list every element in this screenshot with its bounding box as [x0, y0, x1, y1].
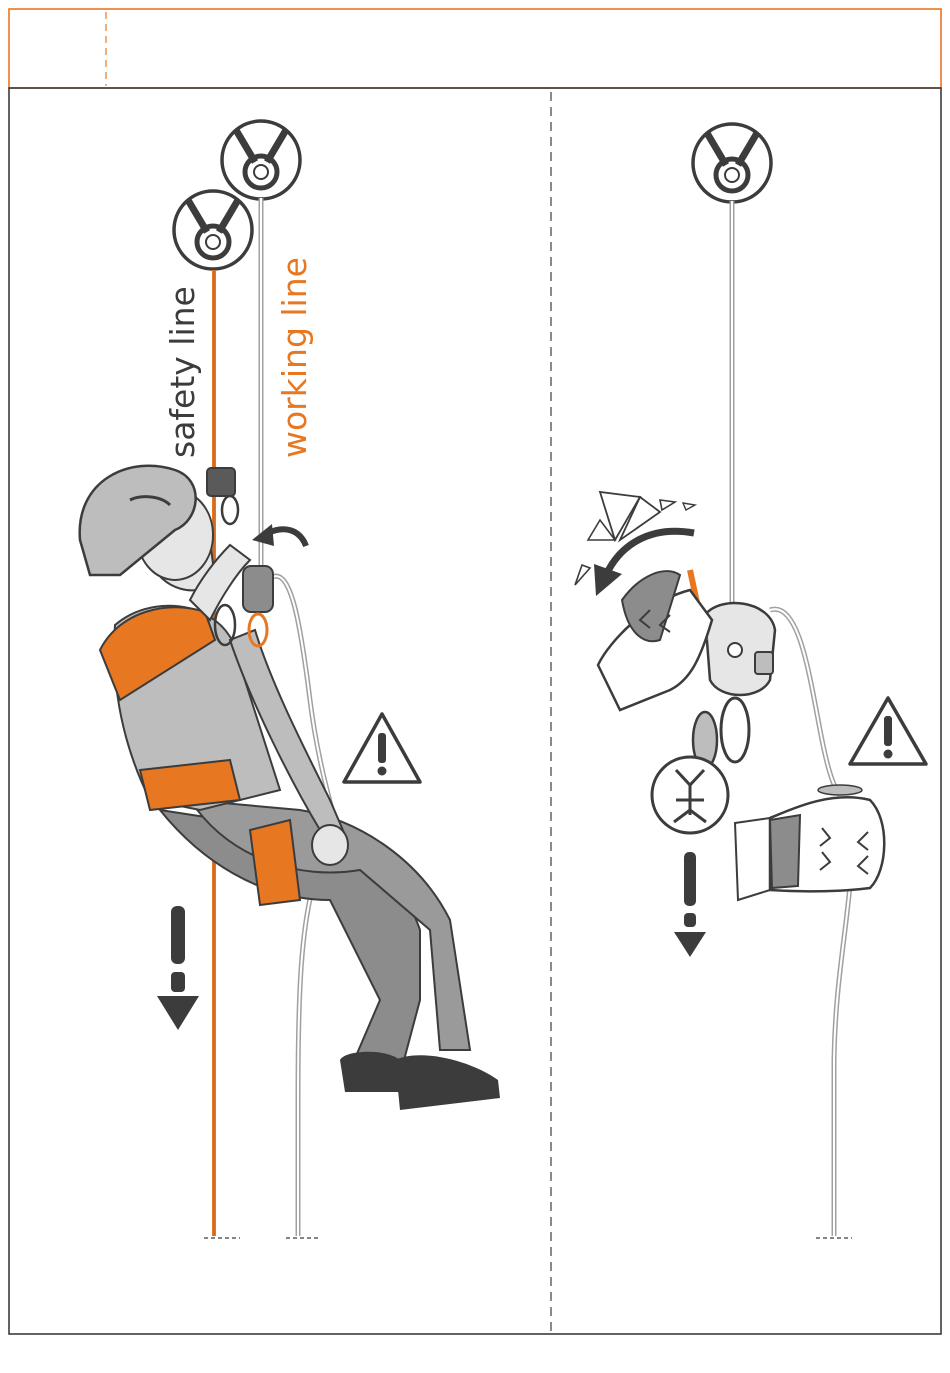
anchor-icon-safety [174, 191, 252, 269]
down-arrow-icon-right [674, 852, 706, 957]
rope-worker-figure [80, 466, 500, 1110]
lower-hand [735, 785, 884, 900]
warning-icon-left [344, 714, 420, 782]
harness-icon [652, 757, 728, 833]
warning-icon-right [850, 698, 926, 764]
safety-line-label: safety line [163, 286, 202, 458]
anchor-icon-working [222, 121, 300, 199]
working-line-label: working line [275, 257, 314, 458]
anchor-icon-right [693, 124, 771, 202]
down-arrow-icon [157, 906, 199, 1030]
header-strip [9, 9, 941, 88]
right-rope [732, 201, 852, 1238]
